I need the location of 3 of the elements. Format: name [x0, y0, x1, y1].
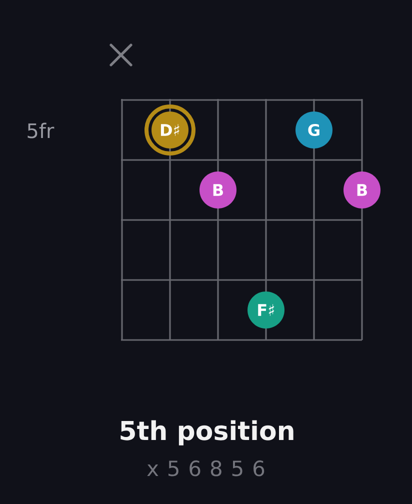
fingering-text: x 5 6 8 5 6	[147, 460, 264, 476]
chord-title: 5th position	[120, 420, 294, 446]
fret-number: 5fr	[28, 122, 54, 138]
